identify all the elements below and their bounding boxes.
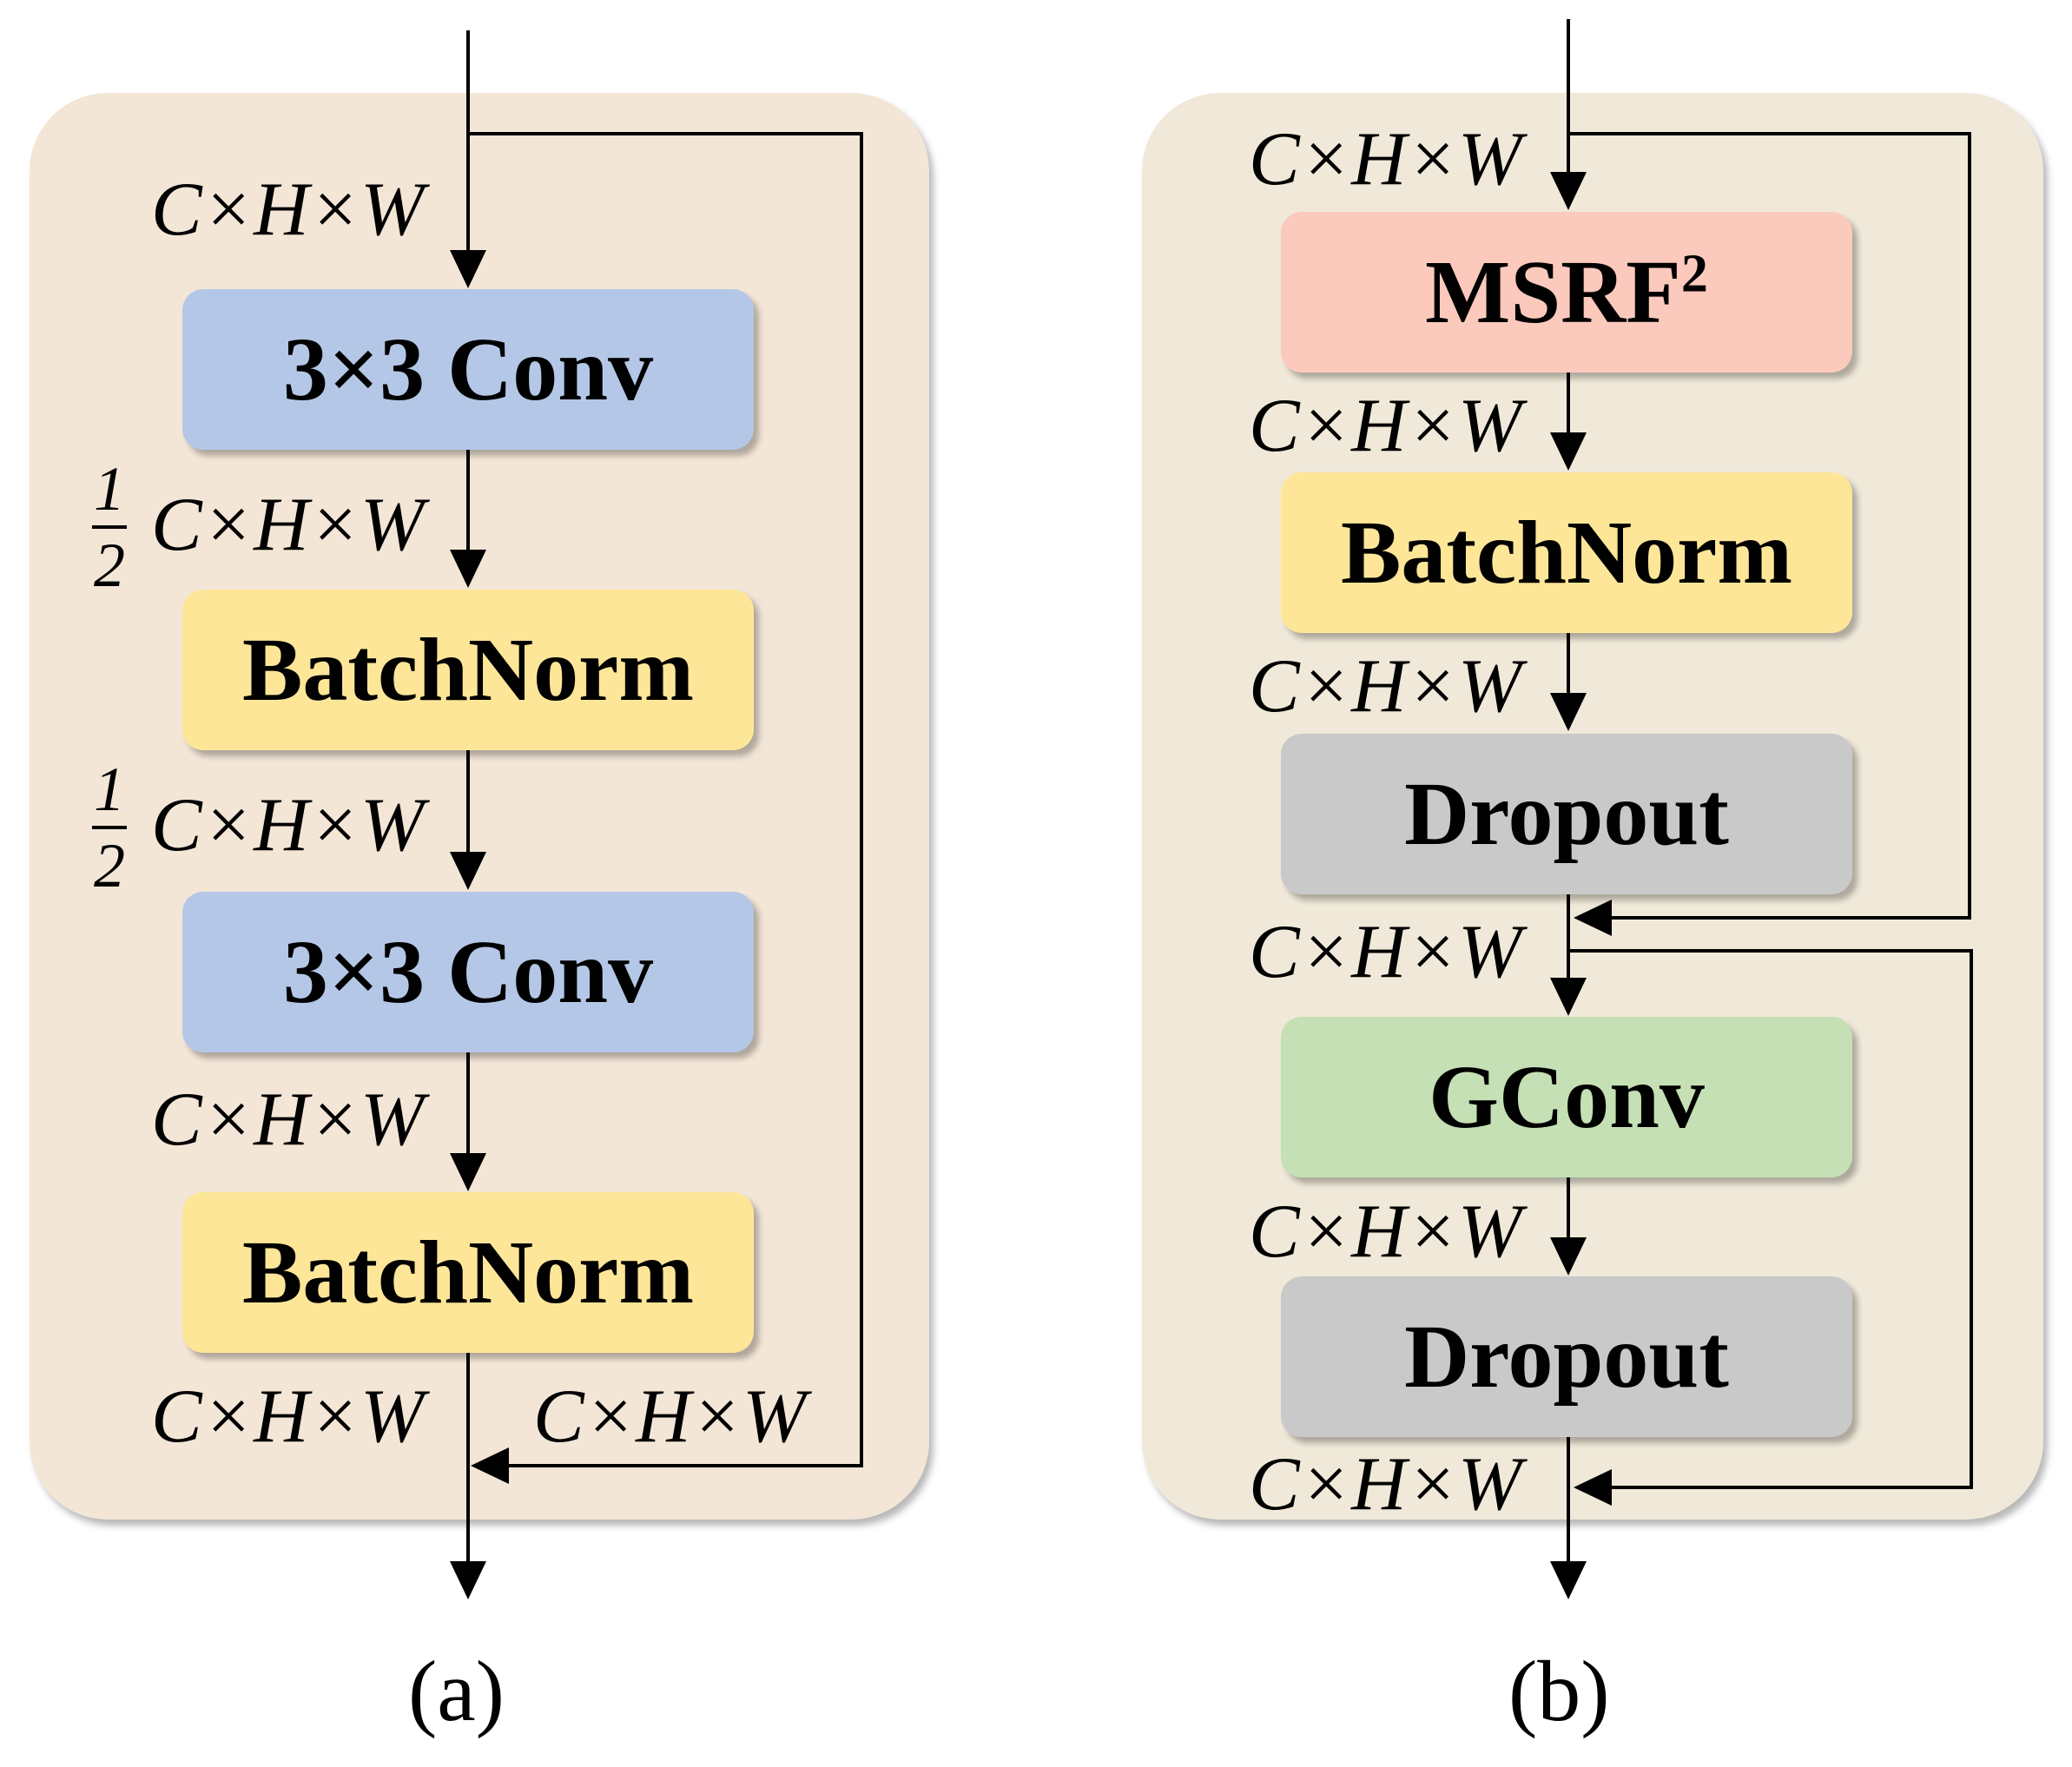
panel-b-dim-output: C×H×W: [1249, 1442, 1522, 1526]
panel-a-arrowhead-out: [450, 1561, 486, 1599]
panel-a-fraction-2: 1 2: [92, 758, 127, 897]
panel-b-caption: (b): [1508, 1643, 1610, 1739]
panel-a-dim-half-1: C×H×W: [151, 483, 425, 567]
panel-b-dropout-block-2: Dropout: [1281, 1276, 1852, 1437]
panel-a-dim-3: C×H×W: [151, 1078, 425, 1162]
panel-b-dim-2: C×H×W: [1249, 644, 1522, 729]
panel-b-arrowhead-3: [1550, 693, 1587, 731]
panel-b-gconv-block: GConv: [1281, 1017, 1852, 1177]
panel-a-caption: (a): [408, 1643, 505, 1739]
panel-b-dim-4: C×H×W: [1249, 1190, 1522, 1274]
msrf-superscript: 2: [1680, 244, 1708, 304]
panel-a-dim-half-2: C×H×W: [151, 783, 425, 867]
panel-b-arrowhead-4: [1550, 978, 1587, 1016]
panel-a-dim-input: C×H×W: [151, 168, 425, 252]
panel-b-dim-3: C×H×W: [1249, 910, 1522, 994]
panel-a-dim-output: C×H×W: [151, 1375, 425, 1459]
panel-b-batchnorm-block-label: BatchNorm: [1341, 503, 1792, 603]
panel-b-arrowhead-2: [1550, 432, 1587, 471]
panel-a-conv-block-2: 3×3 Conv: [182, 892, 754, 1052]
panel-b-skip-connection-2: [1568, 949, 1973, 1489]
panel-b-arrowhead-out: [1550, 1561, 1587, 1599]
panel-b-dim-1: C×H×W: [1249, 384, 1522, 468]
panel-b-gconv-block-label: GConv: [1429, 1047, 1705, 1147]
panel-b-arrowhead-1: [1550, 172, 1587, 210]
panel-a-skip-connection: [468, 132, 863, 1467]
panel-a-conv-block-1-label: 3×3 Conv: [282, 320, 654, 419]
panel-b-batchnorm-block: BatchNorm: [1281, 472, 1852, 633]
panel-a-conv-block-2-label: 3×3 Conv: [282, 922, 654, 1022]
panel-a-fraction-1-numerator: 1: [94, 454, 125, 524]
panel-b-merge-arrowhead-1: [1574, 900, 1612, 936]
panel-b-dropout-block-1-label: Dropout: [1404, 764, 1729, 864]
panel-b-msrf-block-label: MSRF2: [1425, 242, 1708, 342]
panel-b-dropout-block-2-label: Dropout: [1404, 1307, 1729, 1407]
panel-a-fraction-2-denominator: 2: [94, 831, 125, 900]
panel-b-msrf-block: MSRF2: [1281, 212, 1852, 373]
panel-a-fraction-1-bar: [92, 525, 127, 529]
panel-a-batchnorm-block-1-label: BatchNorm: [242, 620, 694, 720]
panel-a-fraction-2-numerator: 1: [94, 755, 125, 824]
panel-b-dim-input: C×H×W: [1249, 117, 1522, 201]
panel-b-arrowhead-5: [1550, 1237, 1587, 1276]
panel-a-arrowhead-4: [450, 1153, 486, 1191]
panel-b-dropout-block-1: Dropout: [1281, 734, 1852, 894]
panel-a-arrowhead-3: [450, 852, 486, 890]
panel-a-arrowhead-1: [450, 250, 486, 288]
panel-a-arrowhead-2: [450, 550, 486, 588]
panel-a-fraction-1-denominator: 2: [94, 531, 125, 600]
panel-a-conv-block-1: 3×3 Conv: [182, 289, 754, 450]
panel-a-dim-skip: C×H×W: [533, 1375, 807, 1459]
panel-a-batchnorm-block-1: BatchNorm: [182, 590, 754, 750]
panel-a-batchnorm-block-2-label: BatchNorm: [242, 1223, 694, 1322]
panel-a-fraction-1: 1 2: [92, 458, 127, 597]
panel-a-fraction-2-bar: [92, 826, 127, 829]
panel-a-batchnorm-block-2: BatchNorm: [182, 1192, 754, 1353]
panel-b-merge-arrowhead-2: [1574, 1469, 1612, 1506]
panel-a-merge-arrowhead: [471, 1447, 509, 1484]
panel-b-skip-connection-1: [1568, 132, 1971, 920]
